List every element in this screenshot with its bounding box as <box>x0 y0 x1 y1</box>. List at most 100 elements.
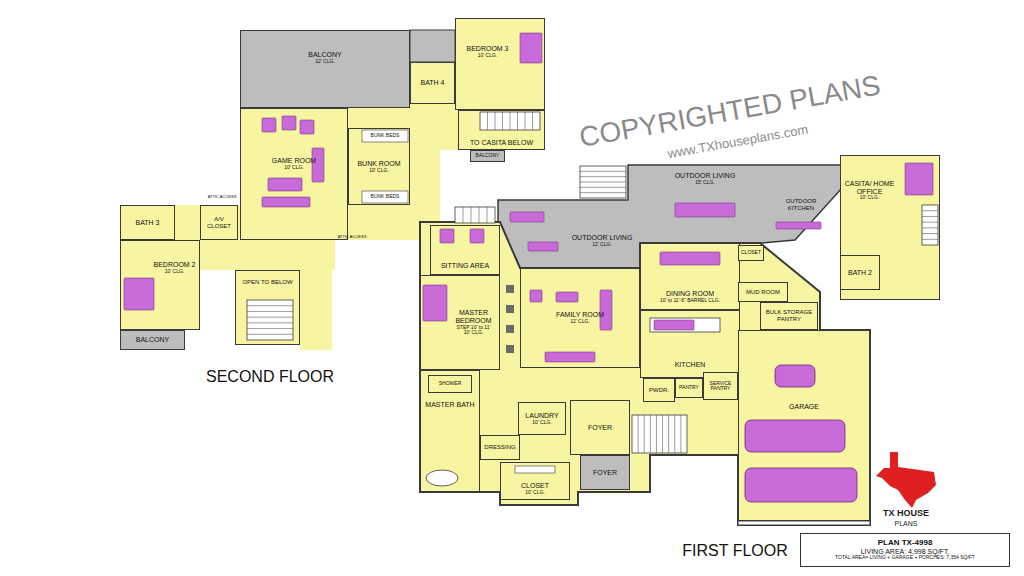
room-name: CLOSET <box>740 250 762 256</box>
bedroom: MASTER BEDROOMSTEP 10' to 11'10' CLG. <box>420 275 500 370</box>
stair-tread <box>510 112 511 130</box>
furniture <box>654 320 694 330</box>
plan-info: TOTAL AREA= LIVING + GARAGE + PORCHES: 7… <box>802 555 1008 561</box>
ceiling-note: 10' CLG. <box>520 420 564 426</box>
room-name: BUNK ROOM <box>350 160 408 168</box>
bathtub <box>426 470 458 486</box>
room-name: FAMILY ROOM <box>522 311 638 319</box>
garage: GARAGE <box>738 330 870 521</box>
balcony: BALCONY <box>120 330 185 350</box>
logo-text: TX HOUSE <box>883 509 929 519</box>
stair-tread <box>922 210 938 211</box>
outdoor-living: OUTDOOR LIVING15' CLG. <box>650 170 760 198</box>
room-name: LAUNDRY <box>520 412 564 420</box>
stair-tread <box>479 207 480 223</box>
room-name: SERVICE PANTRY <box>705 381 736 392</box>
stair <box>247 300 293 340</box>
furniture <box>312 148 324 182</box>
furniture <box>440 229 454 243</box>
open-to-below: OPEN TO BELOW <box>235 270 300 345</box>
stair-tread <box>471 207 472 223</box>
stair-tread <box>525 112 526 130</box>
bunk-bed <box>362 130 408 142</box>
game-room: GAME ROOM10' CLG. <box>240 108 348 240</box>
furniture <box>660 252 720 265</box>
room-name: OUTDOOR LIVING <box>651 172 759 180</box>
furniture <box>282 116 296 130</box>
room-name: FOYER <box>572 424 628 432</box>
dressing: DRESSING <box>480 435 520 460</box>
ceiling-note: 10' CLG. <box>457 53 518 59</box>
outdoor-living: OUTDOOR LIVING12' CLG. <box>568 224 636 258</box>
ceiling-note: 10' CLG. <box>449 330 498 336</box>
shelf <box>515 466 555 473</box>
bedroom: BEDROOM 210' CLG. <box>120 240 200 330</box>
stair-tread <box>580 171 626 172</box>
logo-text: PLANS <box>895 520 918 528</box>
room-name: OUTDOOR KITCHEN <box>773 198 829 211</box>
column <box>506 345 514 353</box>
floor-title: SECOND FLOOR <box>206 368 334 386</box>
ceiling-note: 12' CLG. <box>569 242 635 248</box>
hall-floor <box>300 270 332 350</box>
mud-room: MUD ROOM <box>738 282 788 302</box>
pantry: PANTRY <box>675 378 703 398</box>
room-name: DINING ROOM <box>642 290 738 298</box>
room-name: BEDROOM 3 <box>457 45 518 53</box>
dining-room: DINING ROOM10' to 11'-6" BARREL CLG. <box>640 243 740 310</box>
plan-info: LIVING AREA: 4,998 SQ/FT. <box>802 548 1008 556</box>
column <box>506 305 514 313</box>
stair-tread <box>580 176 626 177</box>
stair-tread <box>247 328 293 329</box>
room-name: BATH 3 <box>122 219 173 227</box>
room-name: PANTRY <box>677 385 701 391</box>
closet: A/V CLOSET <box>200 205 238 240</box>
pantry: BULK STORAGE PANTRY <box>760 302 818 330</box>
pantry: SERVICE PANTRY <box>703 372 738 400</box>
stair-tread <box>644 415 645 453</box>
ceiling-note: 10' CLG. <box>502 490 568 496</box>
ceiling-note: 12' CLG. <box>242 59 408 65</box>
bath: BATH 3 <box>120 205 175 240</box>
furniture <box>600 290 612 330</box>
room-name: OPEN TO BELOW <box>237 279 298 286</box>
stair-tread <box>580 192 626 193</box>
stair-tread <box>532 112 533 130</box>
bed-label: BUNK BEDS <box>371 194 400 200</box>
hall-floor <box>238 240 248 260</box>
furniture <box>268 178 302 191</box>
stair-tread <box>247 305 293 306</box>
room-name: DRESSING <box>482 444 518 451</box>
stair-tread <box>463 207 464 223</box>
shower: SHOWER <box>428 375 472 393</box>
stair-tread <box>495 112 496 130</box>
furniture <box>556 292 578 302</box>
furniture <box>124 278 154 310</box>
bed-label: BUNK BEDS <box>371 133 400 139</box>
floor-title: FIRST FLOOR <box>682 542 788 560</box>
room-name: FOYER <box>582 469 628 477</box>
plan-info: PLAN TX-4998 <box>802 539 1008 548</box>
stair <box>480 112 540 130</box>
stair-tread <box>650 415 651 453</box>
hall-floor <box>410 104 458 150</box>
ceiling-note: 12' CLG. <box>522 319 638 325</box>
master-bath: MASTER BATH SHOWER <box>420 370 480 492</box>
room-name: BULK STORAGE PANTRY <box>762 309 816 322</box>
stair-tread <box>922 222 938 223</box>
room-name: BEDROOM 2 <box>151 261 198 269</box>
outdoor-kitchen: OUTDOOR KITCHEN <box>772 192 830 218</box>
stair-tread <box>922 216 938 217</box>
room-name: MASTER BATH <box>422 401 478 409</box>
room-name: BATH 2 <box>842 269 878 277</box>
car <box>745 468 857 502</box>
stair-tread <box>922 227 938 228</box>
stair-tread <box>502 112 503 130</box>
furniture <box>528 242 558 251</box>
room-name: GAME ROOM <box>242 157 346 165</box>
balcony: BALCONY <box>470 150 505 162</box>
stair-tread <box>674 415 675 453</box>
furniture <box>262 118 276 132</box>
